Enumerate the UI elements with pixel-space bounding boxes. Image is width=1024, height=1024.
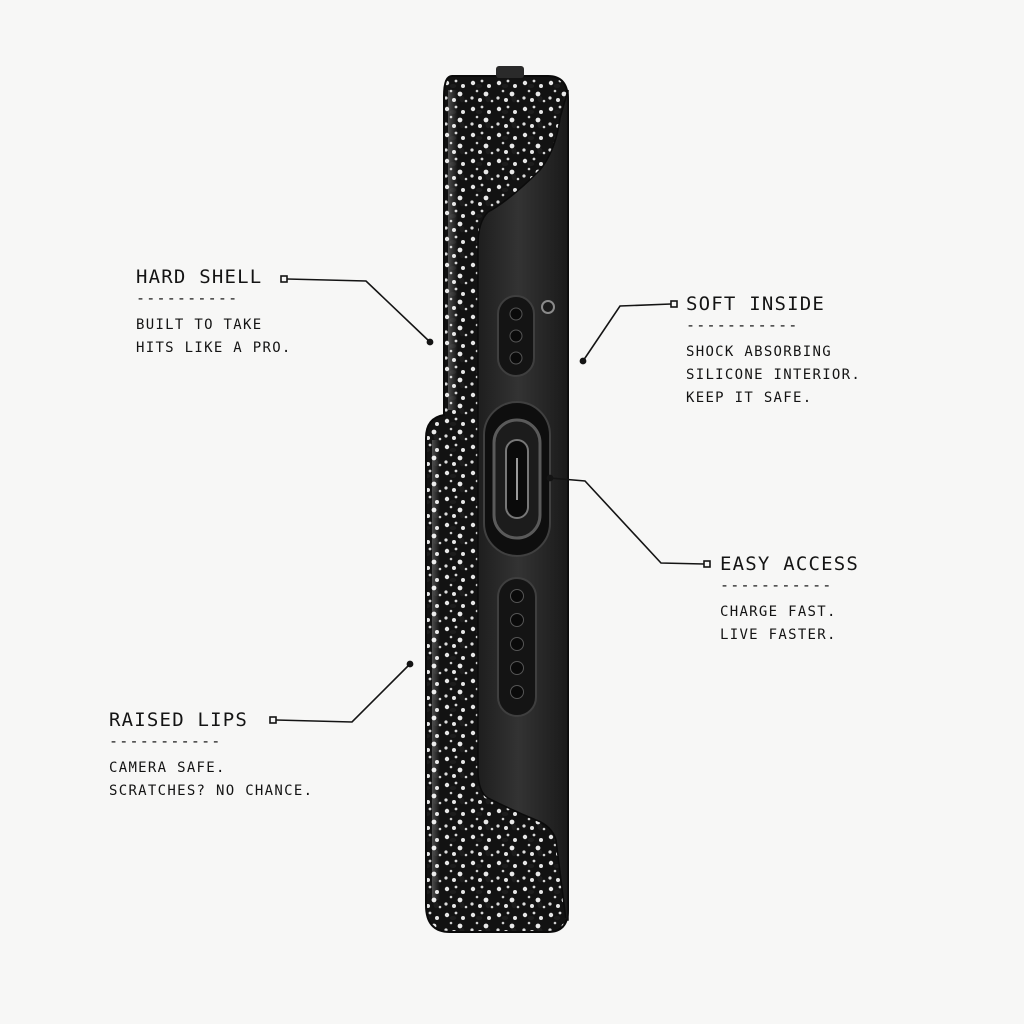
callout-title: HARD SHELL <box>136 266 263 288</box>
leader-raised-lips <box>269 660 414 724</box>
charging-port-cutout <box>483 401 551 557</box>
callout-title: SOFT INSIDE <box>686 293 826 315</box>
callout-divider: ---------- <box>136 289 239 307</box>
callout-soft-inside: SOFT INSIDE ----------- SHOCK ABSORBING … <box>686 293 861 410</box>
callout-divider: ----------- <box>720 576 833 594</box>
lower-speaker-grille <box>497 577 537 717</box>
callout-raised-lips: RAISED LIPS ----------- CAMERA SAFE. SCR… <box>109 709 313 803</box>
callout-hard-shell: HARD SHELL ---------- BUILT TO TAKE HITS… <box>136 266 292 360</box>
top-button-nub <box>496 66 524 78</box>
leader-soft-inside <box>579 300 678 365</box>
callout-title: EASY ACCESS <box>720 553 860 575</box>
callout-easy-access: EASY ACCESS ----------- CHARGE FAST. LIV… <box>720 553 859 647</box>
callout-description: SHOCK ABSORBING SILICONE INTERIOR. KEEP … <box>686 341 861 410</box>
mic-hole <box>541 300 555 314</box>
callout-title: RAISED LIPS <box>109 709 249 731</box>
callout-line: LIVE FASTER. <box>720 627 837 643</box>
leader-easy-access <box>546 474 711 568</box>
callout-line: SILICONE INTERIOR. <box>686 367 862 383</box>
callout-line: CAMERA SAFE. <box>109 760 226 776</box>
callout-description: CAMERA SAFE. SCRATCHES? NO CHANCE. <box>109 757 313 803</box>
callout-line: KEEP IT SAFE. <box>686 390 813 406</box>
callout-description: CHARGE FAST. LIVE FASTER. <box>720 601 859 647</box>
callout-divider: ----------- <box>109 732 222 750</box>
leader-hard-shell <box>280 275 434 346</box>
callout-description: BUILT TO TAKE HITS LIKE A PRO. <box>136 314 292 360</box>
callout-line: CHARGE FAST. <box>720 604 837 620</box>
callout-line: BUILT TO TAKE <box>136 317 263 333</box>
callout-line: SHOCK ABSORBING <box>686 344 832 360</box>
callout-line: HITS LIKE A PRO. <box>136 340 292 356</box>
upper-speaker-slot <box>497 295 535 377</box>
callout-divider: ----------- <box>686 316 799 334</box>
callout-line: SCRATCHES? NO CHANCE. <box>109 783 314 799</box>
